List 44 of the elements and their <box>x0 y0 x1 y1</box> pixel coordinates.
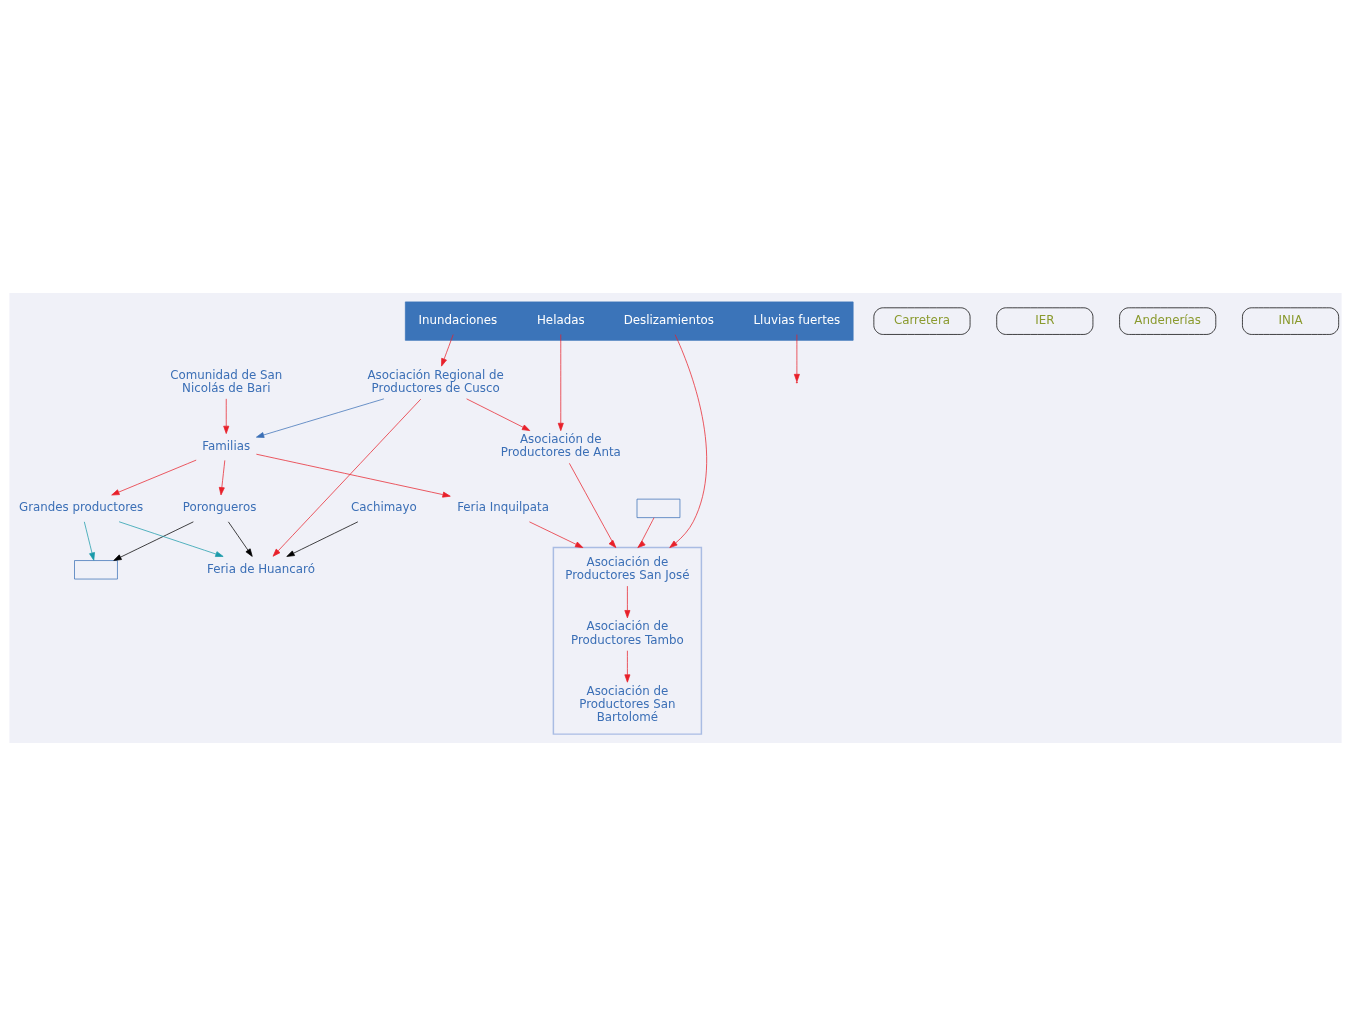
arrow <box>223 398 230 434</box>
arrow <box>256 398 385 438</box>
node-text: Lluvias fuertes <box>753 312 841 327</box>
node-text: Asociación de Productores San José <box>565 554 690 582</box>
arrow <box>256 453 451 498</box>
node-text: Familias <box>202 438 251 453</box>
node-text: Comunidad de San Nicolás de Bari <box>170 367 283 395</box>
node-text: Deslizamientos <box>623 312 714 327</box>
node-text: Asociación de Productores de Anta <box>500 431 621 459</box>
node-text: Inundaciones <box>418 312 498 327</box>
arrow <box>624 649 631 683</box>
node-box: Carretera <box>873 306 971 335</box>
node-text: Feria de Huancaró <box>207 561 315 576</box>
arrow <box>111 459 197 495</box>
arrow <box>466 398 531 431</box>
node-text: Asociación de Productores Tambo <box>571 618 684 647</box>
arrow <box>118 520 224 557</box>
arrow <box>218 459 226 495</box>
node-text: Porongueros <box>182 499 257 514</box>
node-box <box>74 559 118 579</box>
arrow <box>569 462 617 548</box>
node-box: INIA <box>1242 306 1340 335</box>
node-box: Andenerías <box>1119 306 1217 335</box>
node-box <box>636 498 681 518</box>
arrow <box>228 520 253 557</box>
arrow <box>624 585 631 618</box>
cluster <box>552 546 703 735</box>
node-box: IER <box>996 306 1094 335</box>
node-text: Heladas <box>536 312 585 327</box>
arrow <box>83 520 95 561</box>
node-text: Feria Inquilpata <box>457 499 549 514</box>
arrow <box>113 520 194 561</box>
node-text: Asociación de Productores San Bartolomé <box>579 683 676 724</box>
arrow <box>286 520 359 557</box>
arrow <box>557 333 564 431</box>
arrow <box>272 398 422 557</box>
arrow <box>793 333 800 382</box>
arrow <box>637 516 655 548</box>
node-text: Asociación Regional de Productores de Cusco <box>367 367 504 395</box>
cluster <box>405 301 854 341</box>
arrow <box>529 520 584 548</box>
node-text: Cachimayo <box>350 499 417 514</box>
node-text: Grandes productores <box>19 499 144 514</box>
arrow <box>441 333 454 366</box>
